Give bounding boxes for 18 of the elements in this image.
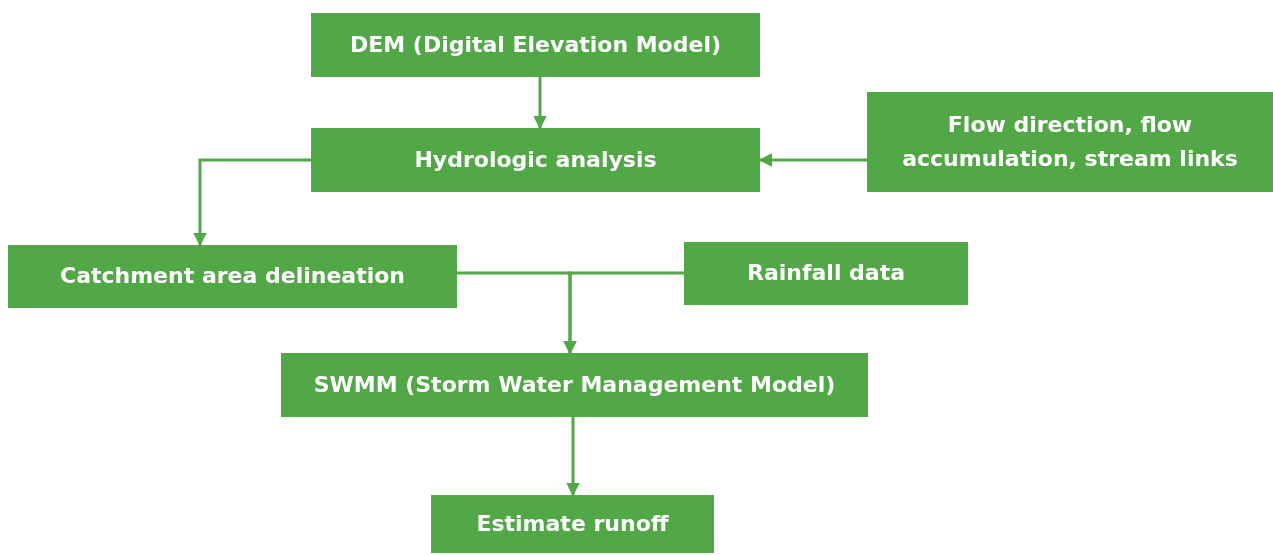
box-label: Rainfall data [746,259,906,288]
process-box [311,128,760,192]
box-label: Hydrologic analysis [414,145,657,174]
box-label: Flow direction, flow accumulation, stream links [901,110,1239,173]
arrow [563,271,684,355]
process-box [431,495,714,553]
box-label: Catchment area delineation [60,262,405,291]
arrow [193,158,311,247]
arrow [566,417,580,497]
process-box [8,245,457,308]
process-box [281,353,868,417]
process-box [311,13,760,77]
box-label: DEM (Digital Elevation Model) [350,30,721,59]
arrow [533,77,547,130]
process-box [684,242,968,305]
box-label: SWMM (Storm Water Management Model) [313,370,836,399]
box-label: Estimate runoff [476,509,669,538]
process-box [867,92,1273,192]
